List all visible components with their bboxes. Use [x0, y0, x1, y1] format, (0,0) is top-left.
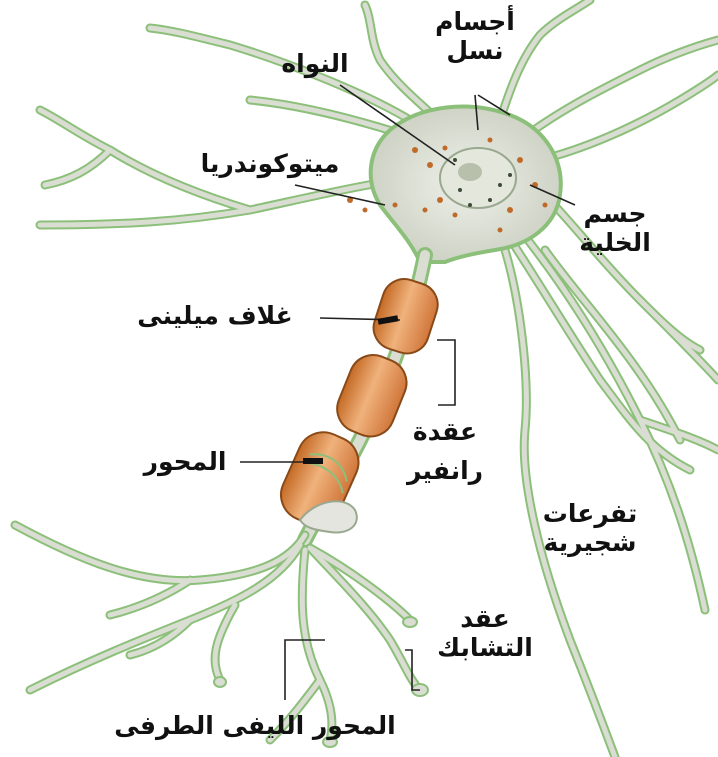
label-ranvier-line1: عقدة	[370, 418, 520, 447]
label-dendrites-line2: شجيرية	[515, 529, 665, 558]
label-ranvier-line2: رانفير	[370, 457, 520, 486]
label-myelin-sheath: غلاف ميلينى	[110, 302, 320, 331]
label-nucleus-text: النواه	[265, 50, 365, 79]
label-node-of-ranvier: عقدة رانفير	[370, 418, 520, 486]
leader-ranvier	[437, 340, 455, 405]
label-nissl-line2: نسل	[425, 37, 525, 66]
label-synaptic-line2: التشابك	[420, 634, 550, 663]
label-mitochondria: ميتوكوندريا	[170, 150, 370, 179]
label-nucleus: النواه	[265, 50, 365, 79]
label-synaptic-line1: عقد	[420, 605, 550, 634]
label-axon-terminal: المحور الليفى الطرفى	[60, 712, 450, 741]
label-dendrites-line1: تفرعات	[515, 500, 665, 529]
label-cell-body-line1: جسم	[560, 200, 670, 229]
label-axon-terminal-text: المحور الليفى الطرفى	[60, 712, 450, 741]
label-nissl-line1: أجسام	[425, 8, 525, 37]
label-mitochondria-text: ميتوكوندريا	[170, 150, 370, 179]
label-myelin-text: غلاف ميلينى	[110, 302, 320, 331]
label-nissl-bodies: أجسام نسل	[425, 8, 525, 66]
label-synaptic-knobs: عقد التشابك	[420, 605, 550, 663]
label-axon-text: المحور	[125, 448, 245, 477]
label-cell-body: جسم الخلية	[560, 200, 670, 258]
label-axon: المحور	[125, 448, 245, 477]
label-dendrites: تفرعات شجيرية	[515, 500, 665, 558]
label-cell-body-line2: الخلية	[560, 229, 670, 258]
